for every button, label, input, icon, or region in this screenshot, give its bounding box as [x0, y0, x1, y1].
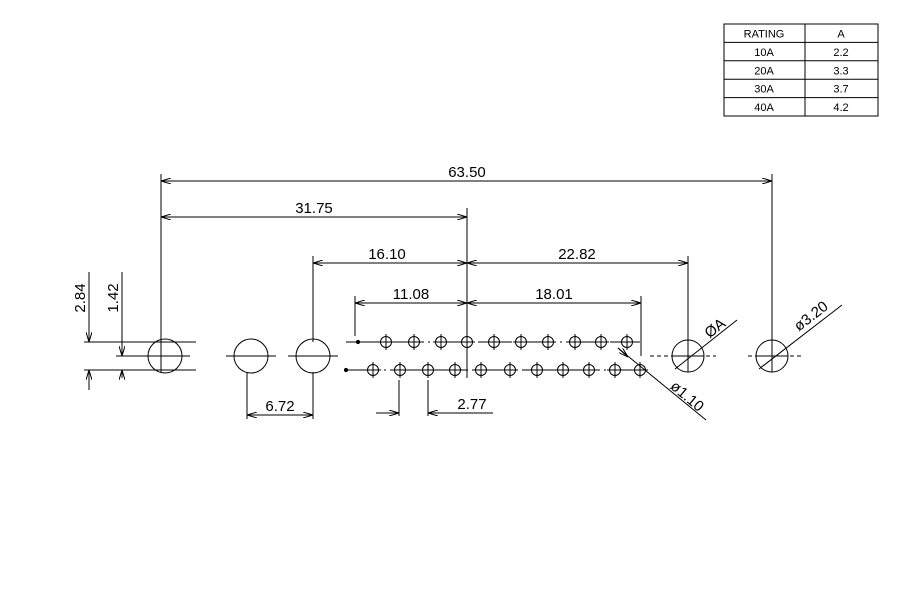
rated-hole [650, 320, 737, 372]
dimension-lines [89, 181, 772, 415]
pin-dot [356, 340, 359, 343]
large-holes [140, 339, 338, 373]
dim-22-82: 22.82 [558, 246, 596, 263]
dim-63-50: 63.50 [448, 164, 486, 181]
mount-hole [748, 305, 842, 372]
a-header: A [837, 29, 845, 41]
rating-cell: 20A [754, 65, 774, 77]
rating-table-border [724, 24, 878, 116]
dim-16-10: 16.10 [368, 246, 406, 263]
dim-hole-small: ø1.10 [667, 378, 707, 416]
dim-1-42: 1.42 [105, 283, 122, 312]
dim-18-01: 18.01 [535, 286, 573, 303]
a-cell: 4.2 [833, 102, 848, 114]
small-hole-leader [618, 348, 706, 420]
dimension-labels: 63.50 31.75 16.10 22.82 11.08 18.01 6.72… [72, 164, 832, 415]
a-cell: 3.7 [833, 84, 848, 96]
rating-table: RATING A 10A 2.2 20A 3.3 30A 3.7 40A 4.2 [724, 24, 878, 116]
dim-2-77: 2.77 [457, 396, 486, 413]
dim-hole-large: ø3.20 [791, 298, 832, 335]
pin-dot [344, 368, 347, 371]
rating-cell: 40A [754, 102, 774, 114]
a-cell: 2.2 [833, 47, 848, 59]
rating-cell: 10A [754, 47, 774, 59]
bottom-pin-row [344, 362, 648, 378]
rating-cell: 30A [754, 84, 774, 96]
a-cell: 3.3 [833, 65, 848, 77]
dim-2-84: 2.84 [72, 283, 89, 312]
dim-11-08: 11.08 [393, 286, 429, 303]
dim-31-75: 31.75 [295, 200, 333, 217]
top-pin-row [356, 334, 635, 350]
dim-hole-a: ØA [701, 315, 729, 342]
rating-header: RATING [744, 29, 785, 41]
dim-6-72: 6.72 [265, 398, 294, 415]
